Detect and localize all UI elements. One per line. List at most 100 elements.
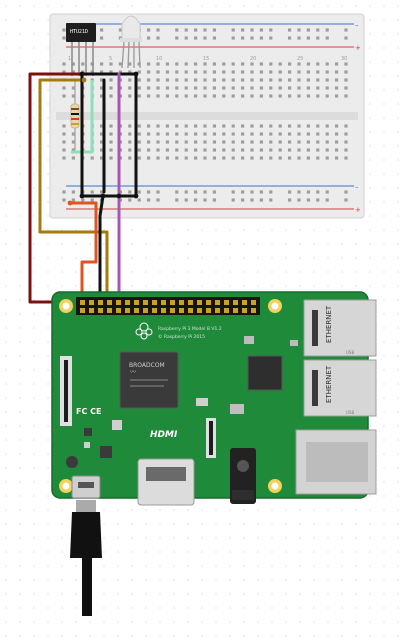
gpio-pin <box>242 300 247 305</box>
grid-dot <box>33 159 35 161</box>
grid-dot <box>173 285 175 287</box>
breadboard-hole <box>71 140 75 144</box>
gpio-pin <box>179 300 184 305</box>
grid-dot <box>5 509 7 511</box>
grid-dot <box>299 257 301 259</box>
breadboard-rail-hole <box>175 36 179 40</box>
gpio-pin <box>233 308 238 313</box>
grid-dot <box>47 61 49 63</box>
gpio-pin <box>134 300 139 305</box>
breadboard-hole <box>325 78 329 82</box>
usb-port-text: USB <box>346 410 354 415</box>
breadboard-hole <box>194 132 198 136</box>
grid-dot <box>383 621 385 623</box>
hdmi-port-opening <box>146 467 186 481</box>
grid-dot <box>47 565 49 567</box>
grid-dot <box>299 551 301 553</box>
grid-dot <box>61 271 63 273</box>
grid-dot <box>215 537 217 539</box>
grid-dot <box>131 523 133 525</box>
grid-dot <box>19 383 21 385</box>
grid-dot <box>369 271 371 273</box>
breadboard-rail-hole <box>147 198 151 202</box>
grid-dot <box>47 481 49 483</box>
breadboard-hole <box>259 156 263 160</box>
breadboard-rail-hole <box>137 190 141 194</box>
breadboard-hole <box>147 124 151 128</box>
breadboard-hole <box>175 156 179 160</box>
grid-dot <box>33 103 35 105</box>
grid-dot <box>19 75 21 77</box>
breadboard-hole <box>278 94 282 98</box>
grid-dot <box>383 369 385 371</box>
breadboard-hole <box>297 94 301 98</box>
breadboard-hole <box>109 62 113 66</box>
grid-dot <box>397 397 399 399</box>
gpio-pin <box>197 308 202 313</box>
grid-dot <box>271 537 273 539</box>
grid-dot <box>299 565 301 567</box>
breadboard-hole <box>203 132 207 136</box>
grid-dot <box>47 243 49 245</box>
breadboard-hole <box>306 70 310 74</box>
grid-dot <box>397 117 399 119</box>
grid-dot <box>33 5 35 7</box>
grid-dot <box>47 355 49 357</box>
grid-dot <box>5 187 7 189</box>
gpio-pin <box>215 300 220 305</box>
power-cable <box>70 500 102 616</box>
breadboard-hole <box>128 94 132 98</box>
grid-dot <box>355 593 357 595</box>
pi-pcb <box>52 292 368 498</box>
grid-dot <box>159 271 161 273</box>
breadboard-hole <box>306 124 310 128</box>
grid-dot <box>103 285 105 287</box>
breadboard-hole <box>231 140 235 144</box>
breadboard-rail-hole <box>297 190 301 194</box>
grid-dot <box>355 5 357 7</box>
gpio-pin <box>251 300 256 305</box>
grid-dot <box>397 551 399 553</box>
breadboard-hole <box>194 124 198 128</box>
grid-dot <box>47 551 49 553</box>
grid-dot <box>383 33 385 35</box>
grid-dot <box>47 607 49 609</box>
breadboard-hole <box>147 148 151 152</box>
grid-dot <box>215 551 217 553</box>
grid-dot <box>187 635 189 637</box>
grid-dot <box>355 621 357 623</box>
breadboard-hole <box>297 62 301 66</box>
grid-dot <box>341 593 343 595</box>
breadboard-rail-hole <box>203 28 207 32</box>
grid-dot <box>117 621 119 623</box>
grid-dot <box>173 229 175 231</box>
grid-dot <box>75 621 77 623</box>
grid-dot <box>313 565 315 567</box>
grid-dot <box>75 285 77 287</box>
breadboard-rail-hole <box>156 198 160 202</box>
breadboard-hole <box>278 124 282 128</box>
grid-dot <box>313 537 315 539</box>
grid-dot <box>33 369 35 371</box>
grid-dot <box>19 47 21 49</box>
breadboard-hole <box>128 148 132 152</box>
grid-dot <box>397 327 399 329</box>
breadboard-hole <box>278 132 282 136</box>
grid-dot <box>383 117 385 119</box>
grid-dot <box>397 5 399 7</box>
grid-dot <box>229 551 231 553</box>
grid-dot <box>145 537 147 539</box>
grid-dot <box>369 285 371 287</box>
grid-dot <box>47 341 49 343</box>
grid-dot <box>383 411 385 413</box>
grid-dot <box>201 257 203 259</box>
grid-dot <box>33 75 35 77</box>
junction-dot <box>67 200 73 206</box>
grid-dot <box>47 313 49 315</box>
row-label: 25 <box>297 56 303 62</box>
breadboard-rail-hole <box>241 28 245 32</box>
grid-dot <box>201 593 203 595</box>
grid-dot <box>313 621 315 623</box>
breadboard-hole <box>259 70 263 74</box>
